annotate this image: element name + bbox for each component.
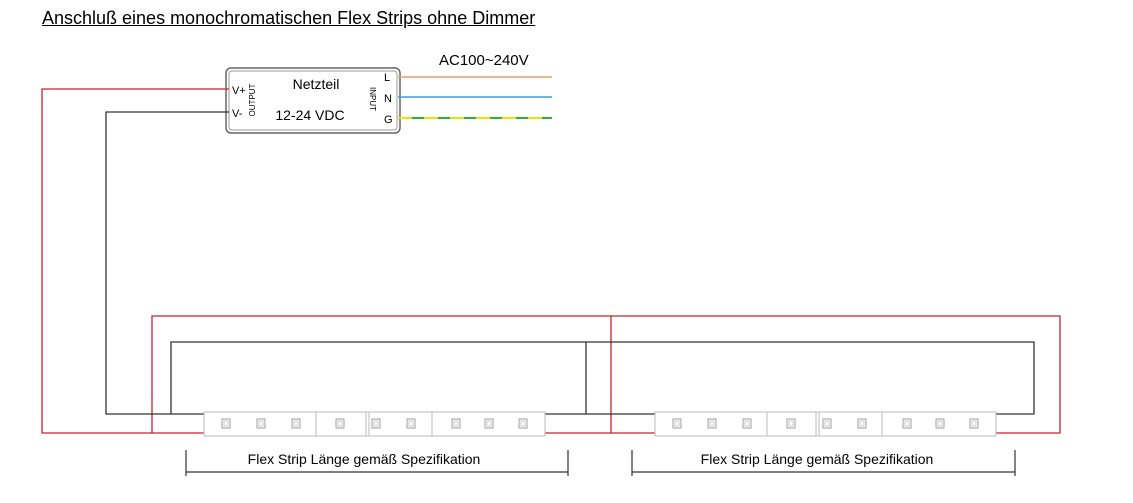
led-chip-die bbox=[937, 420, 943, 427]
strip-1-dimension-label: Flex Strip Länge gemäß Spezifikation bbox=[248, 451, 481, 467]
output-label: OUTPUT bbox=[248, 83, 257, 116]
led-chip bbox=[786, 418, 796, 429]
led-chip bbox=[902, 418, 912, 429]
led-chip-die bbox=[520, 420, 526, 427]
led-chip-die bbox=[859, 420, 865, 427]
led-chip-die bbox=[337, 420, 343, 427]
strip-2-dimension-label: Flex Strip Länge gemäß Spezifikation bbox=[701, 451, 934, 467]
led-chip bbox=[707, 418, 717, 429]
psu-voltage: 12-24 VDC bbox=[275, 107, 344, 123]
led-chip bbox=[291, 418, 301, 429]
led-chip bbox=[969, 418, 979, 429]
terminal-v-minus: V- bbox=[232, 108, 243, 120]
negative-loop-wire bbox=[170, 341, 1035, 415]
led-chip bbox=[335, 418, 345, 429]
strip-2-leds bbox=[672, 418, 979, 429]
dimension-line-1 bbox=[185, 450, 569, 476]
led-chip bbox=[221, 418, 231, 429]
led-chip-die bbox=[744, 420, 750, 427]
led-chip-die bbox=[453, 420, 459, 427]
led-chip bbox=[672, 418, 682, 429]
led-chip-die bbox=[408, 420, 414, 427]
led-chip bbox=[742, 418, 752, 429]
led-chip-die bbox=[971, 420, 977, 427]
led-chip-die bbox=[223, 420, 229, 427]
power-supply-outline bbox=[225, 67, 401, 134]
led-chip bbox=[256, 418, 266, 429]
led-chip bbox=[451, 418, 461, 429]
led-chip bbox=[822, 418, 832, 429]
led-chip-die bbox=[486, 420, 492, 427]
ac-voltage-label: AC100~240V bbox=[439, 52, 529, 69]
led-chip-die bbox=[824, 420, 830, 427]
led-chip-die bbox=[709, 420, 715, 427]
led-chip bbox=[857, 418, 867, 429]
led-chip-die bbox=[373, 420, 379, 427]
led-chip-die bbox=[258, 420, 264, 427]
terminal-g: G bbox=[384, 114, 393, 126]
led-chip bbox=[935, 418, 945, 429]
terminal-v-plus: V+ bbox=[232, 85, 246, 97]
terminal-l: L bbox=[384, 72, 390, 84]
led-chip-die bbox=[674, 420, 680, 427]
dimension-line-2 bbox=[631, 450, 1016, 476]
strip-1-leds bbox=[221, 418, 528, 429]
input-label: INPUT bbox=[368, 87, 377, 111]
flex-strip-2 bbox=[654, 411, 997, 437]
terminal-n: N bbox=[384, 93, 392, 105]
positive-wiring bbox=[41, 88, 1061, 434]
negative-wiring bbox=[105, 111, 1035, 415]
led-chip bbox=[518, 418, 528, 429]
positive-loop-wire bbox=[151, 315, 1061, 434]
led-chip bbox=[406, 418, 416, 429]
power-supply: Netzteil 12-24 VDC V+ V- OUTPUT INPUT L … bbox=[225, 67, 401, 134]
negative-feed-wire bbox=[105, 111, 229, 415]
positive-feed-wire bbox=[41, 88, 229, 434]
led-chip bbox=[371, 418, 381, 429]
led-chip-die bbox=[788, 420, 794, 427]
diagram-title: Anschluß eines monochromatischen Flex St… bbox=[42, 8, 536, 28]
flex-strip-1 bbox=[203, 411, 546, 437]
led-chip-die bbox=[904, 420, 910, 427]
led-chip-die bbox=[293, 420, 299, 427]
psu-name: Netzteil bbox=[293, 76, 340, 92]
power-supply-inner-outline bbox=[228, 70, 398, 131]
led-chip bbox=[484, 418, 494, 429]
